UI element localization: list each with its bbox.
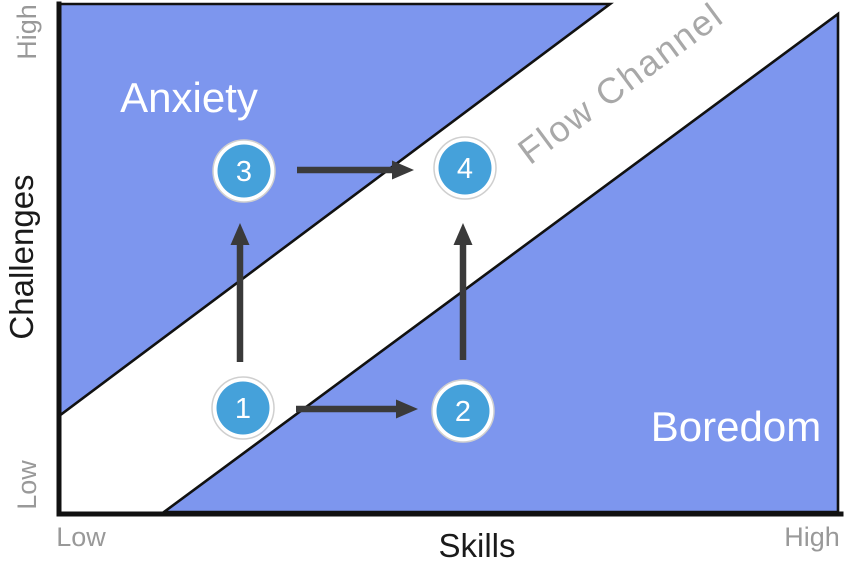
point-number: 4	[457, 153, 473, 185]
arrow-3-to-4	[297, 160, 414, 180]
arrow-2-to-4	[453, 223, 473, 360]
point-number: 1	[235, 393, 251, 425]
x-axis-low-label: Low	[56, 522, 106, 552]
y-axis-high-label: High	[12, 4, 42, 60]
point-3: 3	[212, 139, 276, 203]
point-4: 4	[433, 136, 497, 200]
arrow-head	[453, 223, 473, 245]
point-2: 2	[431, 379, 495, 443]
point-number: 2	[455, 396, 471, 428]
arrow-1-to-3	[230, 223, 250, 362]
point-circle	[438, 141, 492, 195]
y-axis-low-label: Low	[12, 460, 42, 510]
arrow-head	[396, 399, 418, 419]
point-circle	[216, 381, 270, 435]
anxiety-label: Anxiety	[120, 74, 258, 121]
boredom-label: Boredom	[651, 403, 821, 450]
arrow-head	[230, 223, 250, 245]
x-axis-title: Skills	[438, 527, 515, 564]
point-circle	[436, 384, 490, 438]
arrow-1-to-2	[296, 399, 418, 419]
arrow-head	[392, 160, 414, 180]
x-axis-high-label: High	[784, 522, 840, 552]
point-circle	[217, 144, 271, 198]
point-number: 3	[236, 156, 252, 188]
y-axis-title: Challenges	[3, 174, 40, 339]
point-1: 1	[211, 376, 275, 440]
